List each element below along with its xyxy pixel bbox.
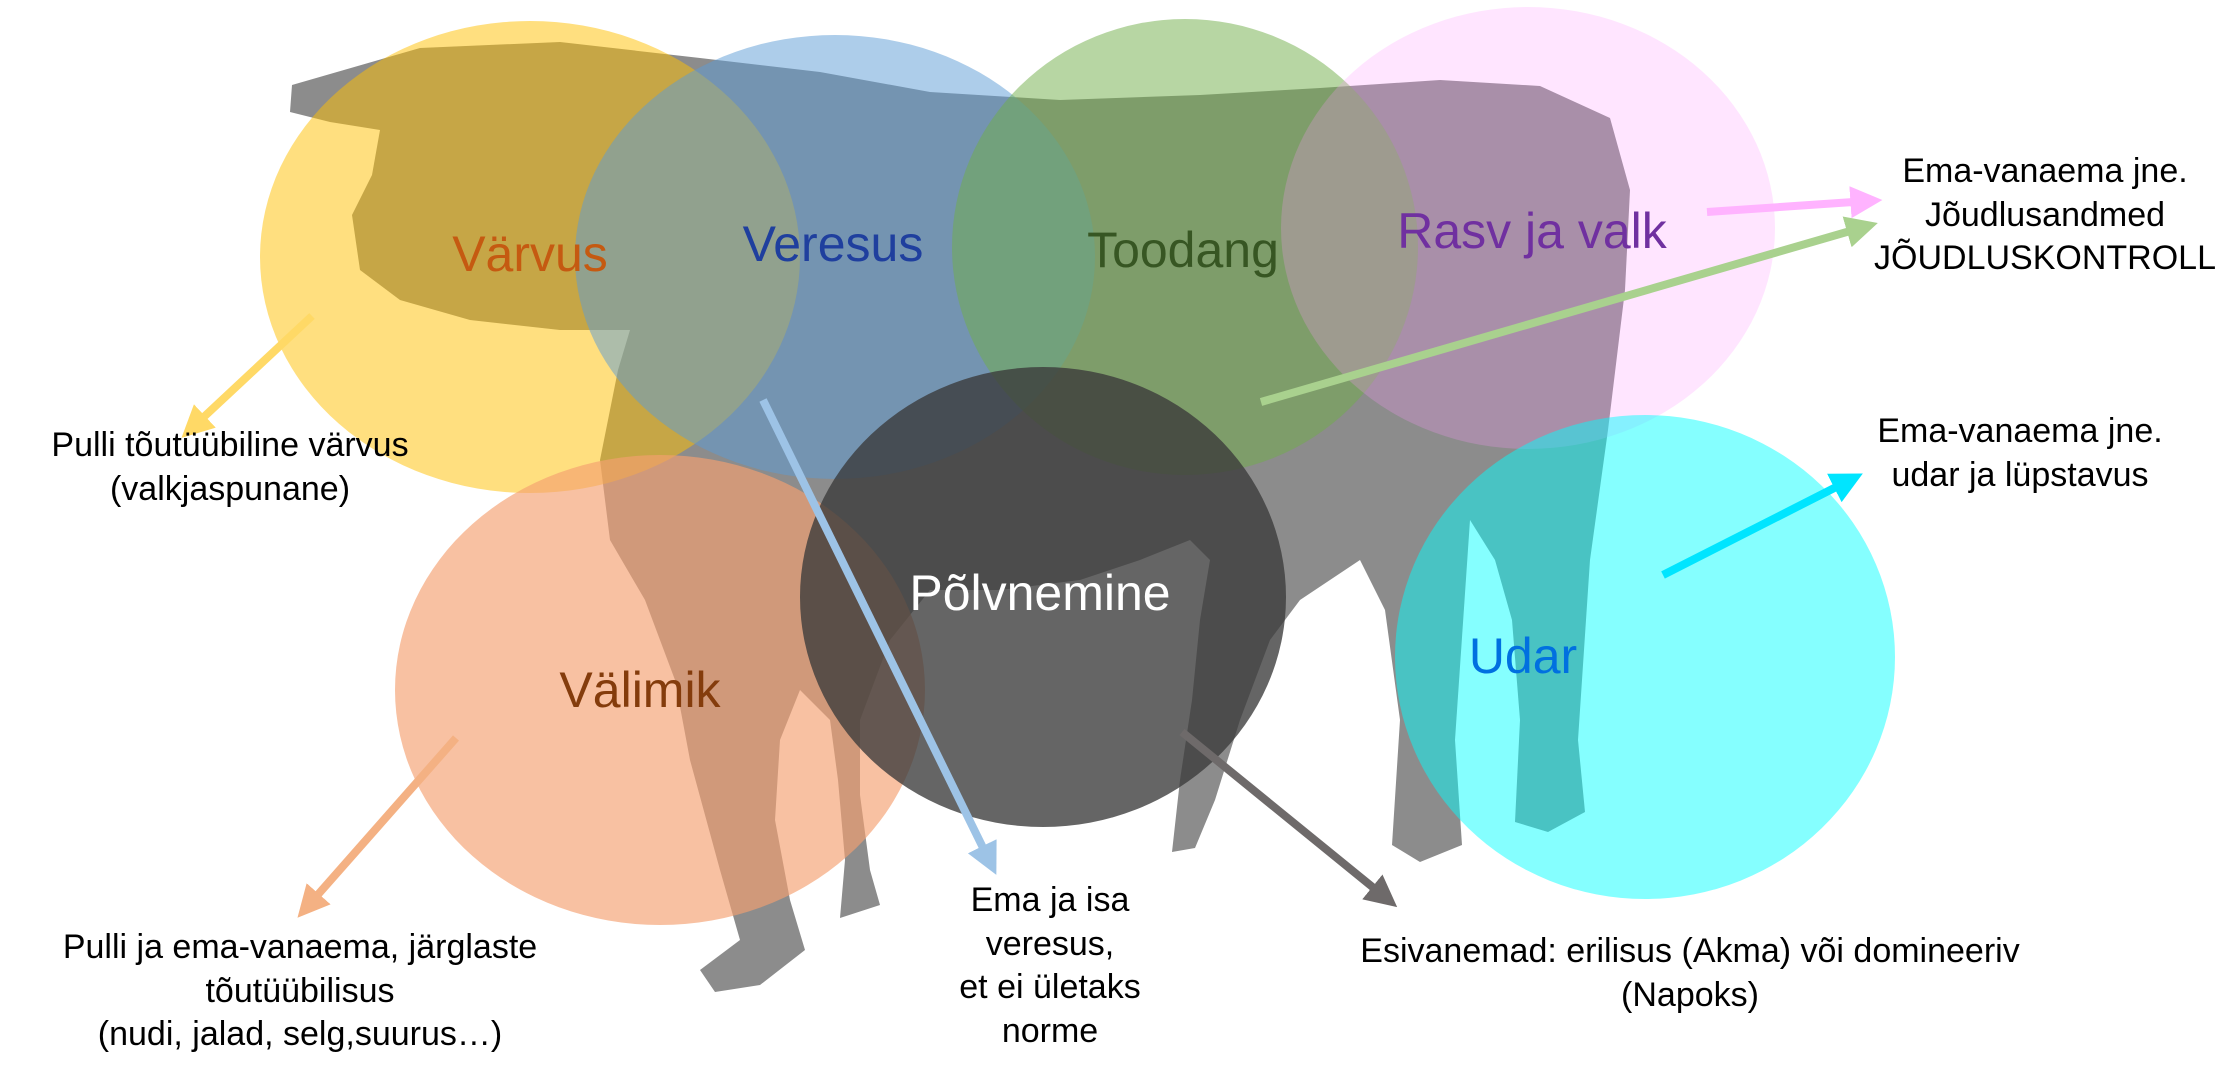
note-veresus: Ema ja isa veresus, et ei ületaks norme <box>890 879 1210 1053</box>
note-polv-line-2: (Napoks) <box>1621 975 1759 1014</box>
circle-label-polv: Põlvnemine <box>909 565 1170 621</box>
note-udar-line-2: udar ja lüpstavus <box>1891 455 2149 494</box>
arrow-veresus <box>759 398 997 875</box>
note-rasv-line-3: JÕUDLUSKONTROLL <box>1874 239 2216 278</box>
circle-valimik <box>395 455 925 925</box>
arrow-toodang <box>1259 216 1878 406</box>
note-varvus: Pulli tõutüübiline värvus (valkjaspunane… <box>10 424 450 511</box>
note-rasv-line-1: Ema-vanaema jne. <box>1902 152 2188 190</box>
note-varvus-line-1: Pulli tõutüübiline värvus <box>51 426 409 464</box>
note-polv: Esivanemad: erilisus (Akma) või domineer… <box>1310 930 2070 1017</box>
circle-label-udar: Udar <box>1469 628 1577 684</box>
note-veresus-line-2: veresus, <box>985 924 1115 963</box>
note-veresus-line-1: Ema ja isa <box>970 881 1130 919</box>
note-rasv-line-2: Jõudlusandmed <box>1924 195 2166 234</box>
note-udar: Ema-vanaema jne. udar ja lüpstavus <box>1850 410 2190 497</box>
circle-udar <box>1395 415 1895 899</box>
note-valimik-line-2: tõutüübilisus <box>205 971 395 1010</box>
arrow-udar <box>1661 473 1863 579</box>
arrows <box>181 186 1883 918</box>
note-polv-line-1: Esivanemad: erilisus (Akma) või domineer… <box>1360 932 2020 970</box>
circle-label-toodang: Toodang <box>1087 222 1279 278</box>
note-valimik: Pulli ja ema-vanaema, järglaste tõutüübi… <box>20 926 580 1057</box>
circle-label-valimik: Välimik <box>559 662 721 718</box>
circle-label-rasv: Rasv ja valk <box>1397 203 1668 259</box>
note-valimik-line-3: (nudi, jalad, selg,suurus…) <box>97 1015 503 1054</box>
circle-label-varvus: Värvus <box>452 226 608 282</box>
circle-toodang <box>952 19 1418 475</box>
circle-veresus <box>575 35 1095 479</box>
note-veresus-line-3: et ei ületaks <box>959 968 1141 1007</box>
arrow-valimik <box>297 735 460 918</box>
circle-label-veresus: Veresus <box>743 216 924 272</box>
note-udar-line-1: Ema-vanaema jne. <box>1877 412 2163 450</box>
circle-rasv <box>1281 7 1775 449</box>
note-veresus-line-4: norme <box>1001 1011 1099 1050</box>
circle-polv <box>800 367 1286 827</box>
note-rasv: Ema-vanaema jne. Jõudlusandmed JÕUDLUSKO… <box>1870 150 2220 281</box>
arrow-varvus <box>181 313 315 438</box>
note-valimik-line-1: Pulli ja ema-vanaema, järglaste <box>62 928 538 966</box>
arrow-polv <box>1179 728 1398 908</box>
topic-circles <box>260 7 1895 925</box>
arrow-rasv <box>1706 186 1883 219</box>
note-varvus-line-2: (valkjaspunane) <box>109 469 351 508</box>
